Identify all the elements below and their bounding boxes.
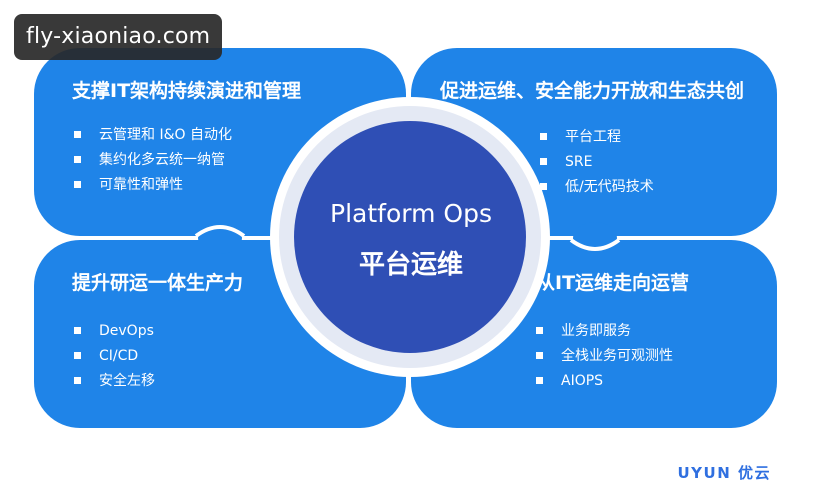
bullet-square-icon [74, 376, 81, 384]
quadrant-top-right: 促进运维、安全能力开放和生态共创 平台工程 SRE 低/无代码技术 [440, 76, 744, 200]
bullet-square-icon [74, 351, 81, 359]
quadrant-title: 促进运维、安全能力开放和生态共创 [440, 80, 745, 102]
brand-logo: UYUN 优云 [677, 464, 771, 482]
list-item-label: 云管理和 I&O 自动化 [99, 127, 232, 143]
center-title-en: Platform Ops [330, 199, 492, 228]
bullet-square-icon [536, 351, 543, 359]
list-item-label: SRE [565, 154, 593, 170]
list-item-label: 集约化多云统一纳管 [99, 152, 225, 168]
bullet-list: 云管理和 I&O 自动化 集约化多云统一纳管 可靠性和弹性 [74, 123, 301, 198]
list-item: 云管理和 I&O 自动化 [74, 123, 301, 148]
bullet-square-icon [540, 182, 547, 190]
list-item-label: 平台工程 [565, 129, 621, 145]
quadrant-top-left: 支撑IT架构持续演进和管理 云管理和 I&O 自动化 集约化多云统一纳管 可靠性… [72, 76, 301, 198]
list-item: SRE [540, 150, 744, 175]
quadrant-bottom-right: 从IT运维走向运营 业务即服务 全栈业务可观测性 AIOPS [536, 268, 689, 394]
quadrant-bottom-left: 提升研运一体生产力 DevOps CI/CD 安全左移 [72, 268, 243, 394]
bullet-square-icon [74, 180, 81, 188]
list-item: 低/无代码技术 [540, 175, 744, 200]
connector-notch-left [194, 225, 246, 238]
bullet-square-icon [540, 132, 547, 140]
list-item: AIOPS [536, 369, 689, 394]
bullet-square-icon [536, 376, 543, 384]
center-core [294, 121, 526, 353]
list-item-label: 可靠性和弹性 [99, 177, 183, 193]
bullet-square-icon [536, 326, 543, 334]
list-item: 业务即服务 [536, 319, 689, 344]
list-item-label: CI/CD [99, 348, 139, 364]
bullet-list: 业务即服务 全栈业务可观测性 AIOPS [536, 319, 689, 394]
list-item: CI/CD [74, 344, 243, 369]
bullet-list: DevOps CI/CD 安全左移 [74, 319, 243, 394]
center-label: Platform Ops 平台运维 [297, 195, 525, 287]
list-item-label: 低/无代码技术 [565, 179, 654, 195]
bullet-square-icon [74, 155, 81, 163]
center-title-cn: 平台运维 [358, 250, 463, 280]
connector-notch-right [569, 238, 621, 251]
quadrant-title: 从IT运维走向运营 [536, 272, 690, 294]
bullet-square-icon [74, 130, 81, 138]
bullet-list: 平台工程 SRE 低/无代码技术 [540, 125, 744, 200]
list-item-label: 业务即服务 [561, 323, 631, 339]
list-item: 安全左移 [74, 369, 243, 394]
list-item-label: 全栈业务可观测性 [561, 348, 673, 364]
list-item-label: 安全左移 [99, 373, 155, 389]
list-item: DevOps [74, 319, 243, 344]
quadrant-title: 提升研运一体生产力 [72, 272, 244, 294]
list-item-label: DevOps [99, 323, 154, 339]
bullet-square-icon [540, 157, 547, 165]
list-item-label: AIOPS [561, 373, 604, 389]
list-item: 平台工程 [540, 125, 744, 150]
list-item: 全栈业务可观测性 [536, 344, 689, 369]
quadrant-title: 支撑IT架构持续演进和管理 [72, 80, 302, 102]
list-item: 集约化多云统一纳管 [74, 148, 301, 173]
list-item: 可靠性和弹性 [74, 173, 301, 198]
bullet-square-icon [74, 326, 81, 334]
watermark-label: fly-xiaoniao.com [14, 14, 223, 60]
